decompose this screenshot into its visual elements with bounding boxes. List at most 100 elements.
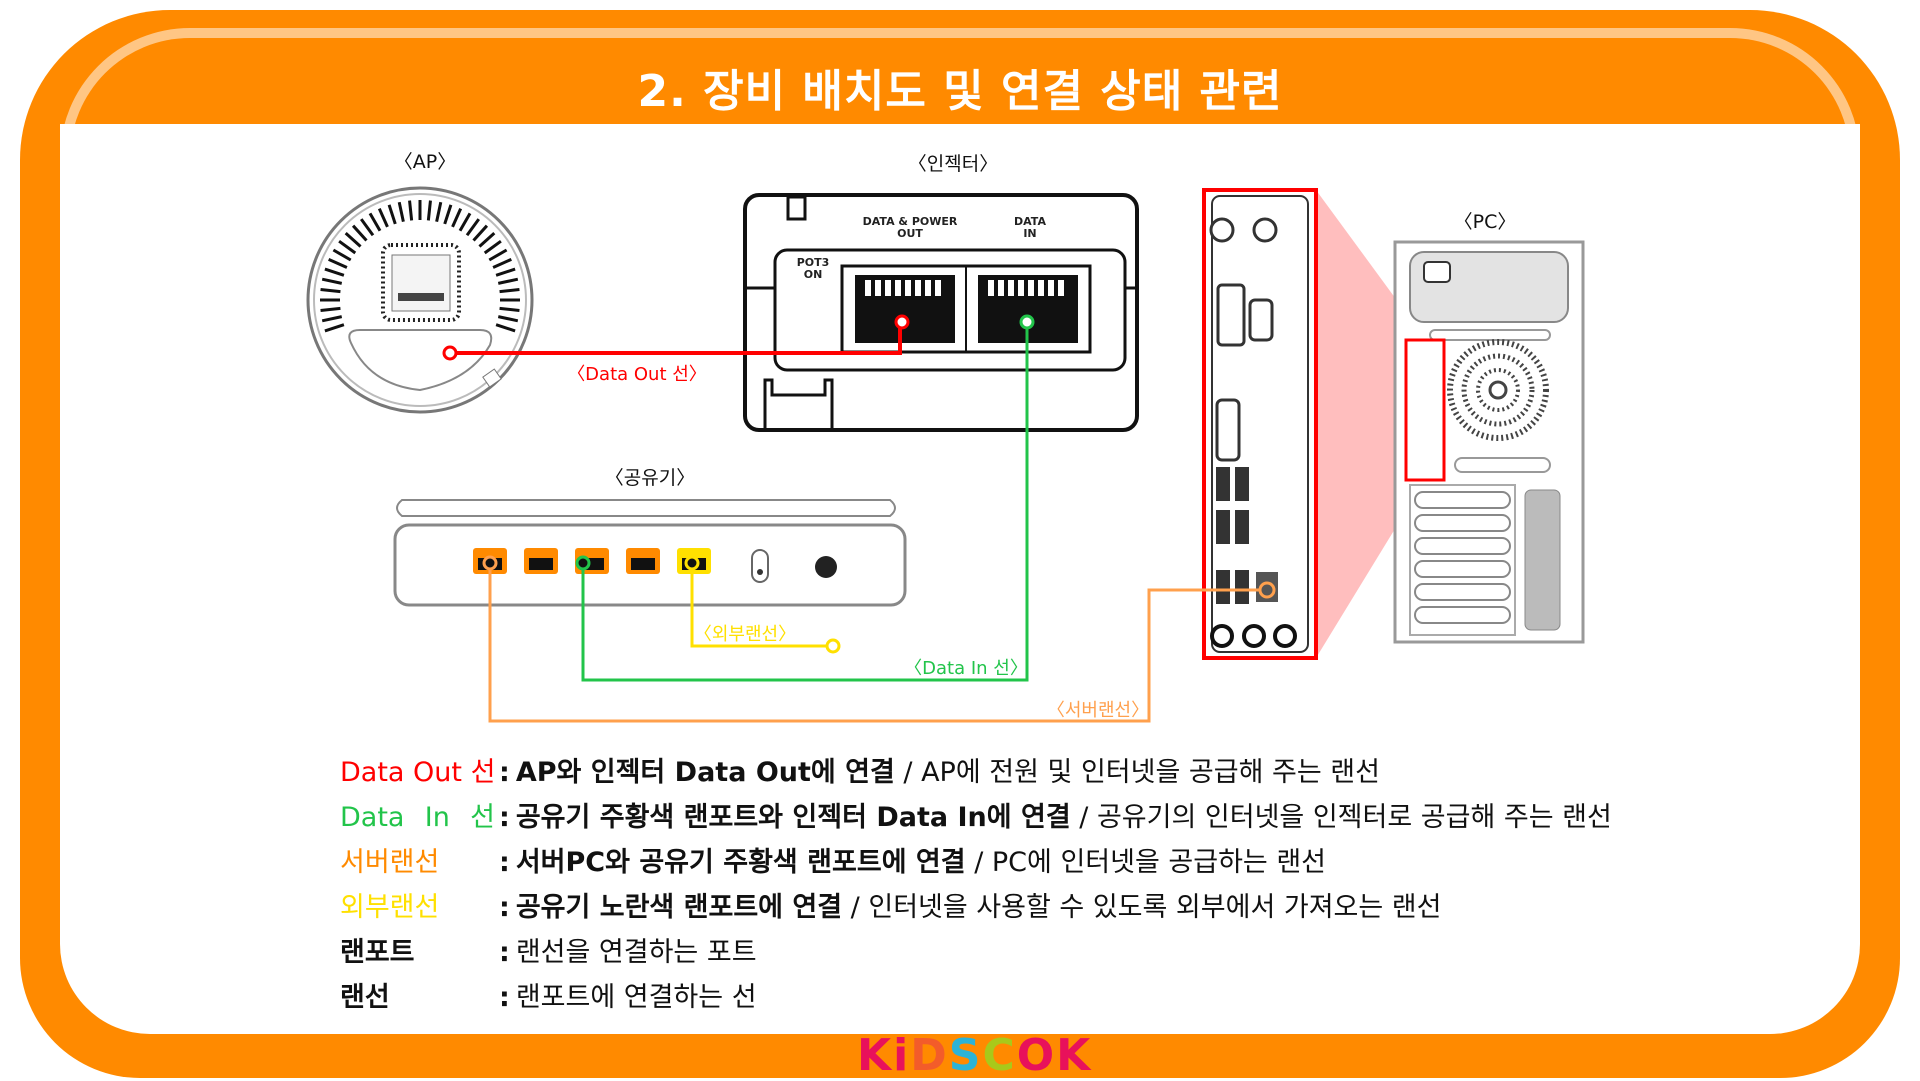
data-out-ap-end — [442, 345, 458, 361]
router-label: 〈공유기〉 — [605, 467, 695, 489]
data-out-injector-end — [894, 314, 910, 330]
injector-pot-label-2: ON — [804, 268, 823, 281]
rj45-pin — [1018, 280, 1024, 296]
rj45-pin — [915, 280, 921, 296]
legend-term: Data In 선 — [340, 802, 495, 833]
pc-label: 〈PC〉 — [1454, 211, 1517, 233]
legend-bold: 공유기 주황색 랜포트와 인젝터 Data In에 연결 — [515, 802, 1071, 833]
expansion-slot — [1414, 560, 1511, 578]
legend-colon: : — [499, 802, 510, 833]
data-in-router-end — [575, 555, 591, 571]
ap-vent — [408, 200, 414, 221]
router-port-socket — [631, 558, 655, 570]
legend-row-lanport: 랜포트:랜선을 연결하는 포트 — [340, 930, 1612, 975]
ap-vent — [360, 218, 375, 237]
ap-vent — [328, 257, 348, 269]
rj45-pin — [988, 280, 994, 296]
ap-vent — [495, 323, 516, 333]
ap-vent — [443, 204, 453, 225]
legend-term: 외부랜선 — [340, 892, 440, 923]
ap-vent — [377, 208, 389, 228]
ap-vent — [320, 306, 341, 312]
legend-term: 서버랜선 — [340, 847, 440, 878]
rj45-pin — [1038, 280, 1044, 296]
logo-letter: K — [857, 1030, 894, 1081]
rj45-pin — [1028, 280, 1034, 296]
external-cable — [690, 563, 829, 648]
expansion-slot — [1414, 583, 1511, 601]
rj45-pin — [935, 280, 941, 296]
data-in-cable — [581, 322, 1029, 682]
ap-vent — [332, 248, 352, 262]
injector-pot-label: POT3 — [797, 256, 830, 269]
legend-colon: : — [499, 757, 510, 788]
pc-tower — [1393, 240, 1585, 644]
legend-desc: / 공유기의 인터넷을 인젝터로 공급해 주는 랜선 — [1070, 802, 1612, 833]
legend-row-external: 외부랜선:공유기 노란색 랜포트에 연결 / 인터넷을 사용할 수 있도록 외부… — [340, 885, 1612, 930]
rj45-pin — [925, 280, 931, 296]
expansion-slot — [1414, 514, 1511, 532]
data-out-cable — [450, 322, 902, 355]
rj45-pin — [885, 280, 891, 296]
ap-vent — [492, 257, 512, 269]
ap-vent — [368, 212, 382, 232]
logo-letter: K — [1056, 1030, 1093, 1081]
router-port-socket — [529, 558, 553, 570]
ap-vent — [451, 208, 463, 228]
rj45-pin — [865, 280, 871, 296]
pc-back-panel — [1202, 188, 1318, 660]
legend-bold: AP와 인젝터 Data Out에 연결 — [515, 757, 895, 788]
ap-vent — [497, 315, 519, 323]
ap-vent — [320, 288, 341, 294]
ap-vent — [499, 306, 520, 312]
logo-letter: C — [982, 1030, 1017, 1081]
data-out-cable-label: 〈Data Out 선〉 — [567, 364, 707, 385]
legend-desc: / 인터넷을 사용할 수 있도록 외부에서 가져오는 랜선 — [842, 892, 1442, 923]
legend-colon: : — [499, 982, 510, 1013]
injector-port-in-label: DATA — [1014, 215, 1046, 228]
injector-device — [743, 193, 1139, 432]
server-cable-label: 〈서버랜선〉 — [1047, 700, 1149, 721]
server-cable — [488, 563, 1267, 723]
kidscook-logo: KiDSCOK — [857, 1030, 1092, 1081]
ap-vent — [497, 277, 519, 285]
ap-vent — [321, 315, 343, 323]
external-cable-label: 〈외부랜선〉 — [694, 624, 796, 645]
expansion-slot — [1414, 606, 1511, 624]
ap-label: 〈AP〉 — [394, 151, 456, 173]
legend-desc: / PC에 인터넷을 공급하는 랜선 — [965, 847, 1327, 878]
expansion-slot — [1414, 537, 1511, 555]
external-router-end — [684, 555, 700, 571]
legend-bold: 서버PC와 공유기 주황색 랜포트에 연결 — [515, 847, 966, 878]
legend-term: 랜선 — [340, 982, 390, 1013]
data-in-cable-label: 〈Data In 선〉 — [904, 658, 1028, 679]
injector-port-out-label-2: OUT — [897, 227, 923, 240]
rj45-pin — [905, 280, 911, 296]
logo-letter: S — [948, 1030, 983, 1081]
ap-vent — [397, 201, 405, 223]
ap-vent — [488, 248, 508, 262]
ap-vent — [321, 277, 343, 285]
ap-vent — [465, 218, 480, 237]
legend-colon: : — [499, 892, 510, 923]
logo-letter: O — [1016, 1030, 1057, 1081]
ap-vent — [483, 240, 502, 255]
legend-colon: : — [499, 847, 510, 878]
legend-desc: 랜선을 연결하는 포트 — [515, 937, 757, 968]
ap-vents — [320, 200, 520, 333]
injector-label: 〈인젝터〉 — [908, 153, 998, 175]
injector-port-in-label-2: IN — [1023, 227, 1036, 240]
external-free-end — [825, 638, 841, 654]
expansion-slot — [1414, 491, 1511, 509]
ap-vent — [495, 267, 516, 277]
ap-vent — [344, 231, 362, 248]
injector-port-out-label: DATA & POWER — [863, 215, 958, 228]
legend-term: 랜포트 — [340, 937, 415, 968]
server-pc-end — [1258, 581, 1276, 599]
ap-vent — [387, 204, 397, 225]
ap-vent — [478, 231, 496, 248]
ap-vent — [351, 224, 368, 242]
data-in-injector-end — [1019, 314, 1035, 330]
rj45-pin — [875, 280, 881, 296]
